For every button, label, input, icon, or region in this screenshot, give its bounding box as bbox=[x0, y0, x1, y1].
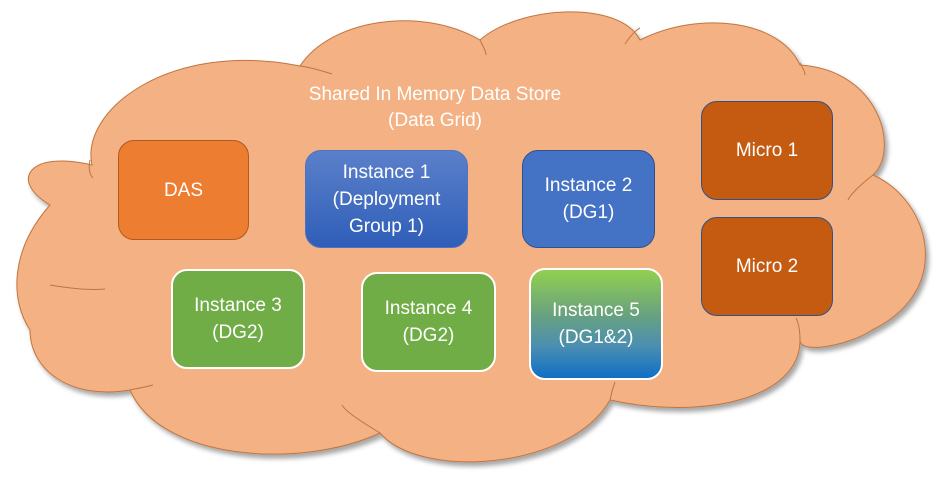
cloud-title-line2: (Data Grid) bbox=[388, 110, 482, 131]
node-label: Micro 1 bbox=[735, 140, 799, 161]
node-label: Instance 1 bbox=[342, 161, 431, 183]
node-instance-2[interactable]: Instance 2 (DG1) bbox=[522, 150, 655, 248]
node-sublabel: (DG1&2) bbox=[558, 327, 634, 348]
node-label: Instance 3 bbox=[194, 295, 282, 316]
cloud-title: Shared In Memory Data Store (Data Grid) bbox=[240, 82, 630, 134]
node-label: Instance 2 bbox=[544, 175, 633, 196]
cloud-inner-arcs bbox=[49, 27, 874, 434]
node-sublabel: (DG2) bbox=[402, 325, 455, 346]
node-label: DAS bbox=[163, 179, 204, 201]
node-das[interactable]: DAS bbox=[118, 140, 249, 240]
node-micro-1[interactable]: Micro 1 bbox=[701, 101, 833, 200]
node-instance-3[interactable]: Instance 3 (DG2) bbox=[171, 269, 305, 369]
node-instance-4[interactable]: Instance 4 (DG2) bbox=[361, 272, 496, 372]
node-label: Micro 2 bbox=[735, 256, 799, 277]
node-sublabel: (DG1) bbox=[562, 202, 615, 223]
node-label: Instance 5 bbox=[552, 300, 640, 321]
node-instance-1[interactable]: Instance 1 (Deployment Group 1) bbox=[305, 150, 468, 248]
cloud-title-line1: Shared In Memory Data Store bbox=[308, 84, 562, 105]
node-micro-2[interactable]: Micro 2 bbox=[701, 217, 833, 316]
node-label: Instance 4 bbox=[384, 298, 473, 319]
node-sublabel: (DG2) bbox=[212, 322, 264, 343]
node-sublabel: Group 1) bbox=[349, 215, 424, 237]
node-instance-5[interactable]: Instance 5 (DG1&2) bbox=[529, 268, 663, 380]
node-sublabel: (Deployment bbox=[332, 188, 441, 210]
